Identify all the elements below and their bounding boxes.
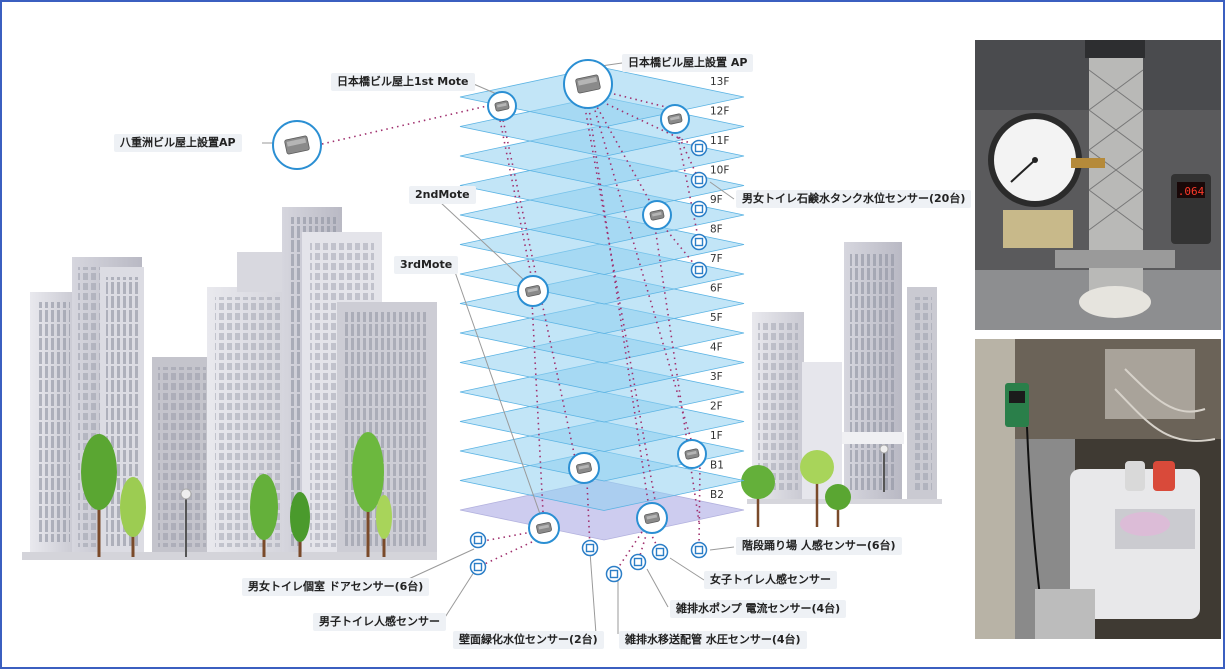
sensor-node-icon (690, 139, 708, 157)
label-3rd-mote: 3rdMote (394, 256, 459, 274)
floor-stack (459, 66, 745, 541)
floor-label: 4F (710, 342, 723, 354)
label-pump-current-sensor: 雑排水ポンプ 電流センサー(4台) (670, 600, 847, 618)
floor-label: 9F (710, 194, 723, 206)
mote-device-icon (642, 200, 672, 230)
floor-label: B1 (710, 460, 724, 472)
floor-label: 6F (710, 283, 723, 295)
motes (272, 59, 707, 544)
equipment-box-photo (975, 339, 1221, 639)
sensor-node-icon (651, 543, 669, 561)
mote-device-icon (660, 104, 690, 134)
sensor-node-icon (690, 261, 708, 279)
sensor-node-icon (690, 541, 708, 559)
mote-device-icon (568, 452, 600, 484)
right-trees (741, 444, 889, 527)
floor-label: 13F (710, 76, 729, 88)
floor-label: 7F (710, 253, 723, 265)
label-green-wall-sensor: 壁面緑化水位センサー(2台) (453, 631, 604, 649)
floor-label: 5F (710, 312, 723, 324)
label-nihonbashi-ap: 日本橋ビル屋上設置 AP (622, 54, 754, 72)
sensor-node-icon (469, 558, 487, 576)
sensor-node-icon (581, 539, 599, 557)
left-trees (81, 432, 392, 557)
sensor-node-icon (690, 233, 708, 251)
label-men-motion-sensor: 男子トイレ人感センサー (313, 613, 446, 631)
sensor-nodes (469, 139, 708, 583)
mote-device-icon (677, 439, 707, 469)
label-pipe-pressure-sensor: 雑排水移送配管 水圧センサー(4台) (619, 631, 807, 649)
label-stair-motion-sensor: 階段踊り場 人感センサー(6台) (736, 537, 902, 555)
label-women-motion-sensor: 女子トイレ人感センサー (704, 571, 837, 589)
floor-label: 1F (710, 430, 723, 442)
label-yaesu-ap: 八重洲ビル屋上設置AP (114, 134, 242, 152)
right-cityscape (747, 242, 942, 504)
leader-lines (262, 62, 735, 635)
floor-label: 10F (710, 165, 729, 177)
sensor-node-icon (690, 171, 708, 189)
label-nihonbashi-1st-mote: 日本橋ビル屋上1st Mote (331, 73, 475, 91)
sensor-node-icon (690, 200, 708, 218)
sensor-node-icon (469, 531, 487, 549)
sensor-node-icon (605, 565, 623, 583)
mote-device-icon (636, 502, 668, 534)
wireless-links (321, 89, 701, 575)
floor-label: B2 (710, 489, 724, 501)
label-2nd-mote: 2ndMote (409, 186, 476, 204)
floor-label: 8F (710, 224, 723, 236)
mote-device-icon (517, 275, 549, 307)
router-icon (563, 59, 613, 109)
label-door-sensor: 男女トイレ個室 ドアセンサー(6台) (242, 578, 430, 596)
mote-device-icon (487, 91, 517, 121)
gauge-digital-readout: .064 (1178, 185, 1205, 198)
router-icon (272, 120, 322, 170)
pressure-gauge-photo: .064 (975, 40, 1221, 330)
label-tank-level-sensor: 男女トイレ石鹸水タンク水位センサー(20台) (736, 190, 972, 208)
sensor-node-icon (629, 553, 647, 571)
mote-device-icon (528, 512, 560, 544)
floor-label: 12F (710, 106, 729, 118)
floor-label: 2F (710, 401, 723, 413)
floor-labels: B2 B1 1F 2F 3F 4F 5F 6F 7F 8F 9F 10F 11F 12F 13F (710, 76, 729, 501)
floor-label: 11F (710, 135, 729, 147)
floor-label: 3F (710, 371, 723, 383)
